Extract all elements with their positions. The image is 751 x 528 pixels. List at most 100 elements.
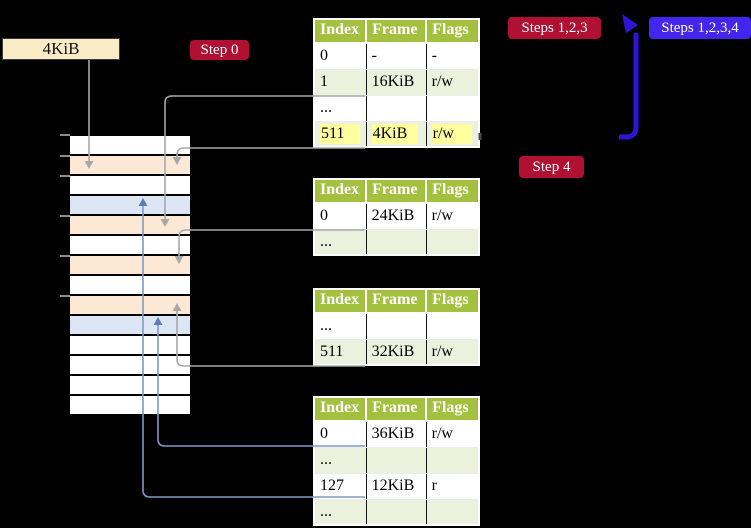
table-cell: ...	[314, 229, 367, 256]
table-cell: r	[426, 473, 480, 500]
table-cell: -	[426, 43, 480, 70]
table-row: ...	[314, 499, 480, 526]
table-cell: 1	[314, 69, 367, 96]
arrow-l4-entry511	[172, 147, 365, 165]
table-cell	[366, 229, 427, 256]
badge-step-0: Step 0	[190, 40, 249, 60]
column-header: Flags	[426, 397, 480, 422]
table-row: ...	[314, 229, 480, 256]
badge-steps-123: Steps 1,2,3	[508, 17, 601, 39]
table-cell: ...	[314, 313, 367, 340]
memory-tick	[60, 175, 70, 177]
column-header: Frame	[366, 19, 428, 44]
physical-memory-stack	[70, 136, 190, 414]
table-cell: 4KiB	[366, 121, 427, 148]
table-cell: r/w	[426, 203, 480, 230]
table-row: ...	[314, 95, 480, 122]
memory-row	[70, 236, 190, 254]
column-header: Index	[314, 19, 368, 44]
table-cell: 0	[314, 43, 367, 70]
memory-tick	[60, 134, 70, 136]
memory-row	[70, 196, 190, 214]
memory-row	[70, 336, 190, 354]
table-cell: 36KiB	[366, 421, 427, 448]
table-cell: 511	[314, 339, 367, 366]
table-cell: 24KiB	[366, 203, 427, 230]
memory-tick	[60, 255, 70, 257]
table-cell: 12KiB	[366, 473, 427, 500]
memory-row	[70, 396, 190, 414]
memory-row	[70, 136, 190, 154]
recursive-loop-arrow	[619, 14, 639, 140]
column-header: Frame	[366, 397, 428, 422]
memory-row	[70, 356, 190, 374]
table-cell: r/w	[426, 121, 480, 148]
table-cell: 511	[314, 121, 367, 148]
table-row: ...	[314, 313, 480, 340]
column-header: Index	[314, 179, 368, 204]
memory-row	[70, 276, 190, 294]
column-header: Flags	[426, 179, 480, 204]
table-cell	[426, 95, 480, 122]
table-cell: 32KiB	[366, 339, 427, 366]
table-cell	[366, 499, 427, 526]
table-cell	[426, 229, 480, 256]
table-cell	[366, 447, 427, 474]
table-cell	[426, 499, 480, 526]
table-row: ...	[314, 447, 480, 474]
table-cell: r/w	[426, 69, 480, 96]
column-header: Flags	[426, 289, 480, 314]
memory-row	[70, 256, 190, 274]
table-cell: ...	[314, 447, 367, 474]
column-header: Index	[314, 397, 368, 422]
table-cell: r/w	[426, 339, 480, 366]
column-header: Flags	[426, 19, 480, 44]
table-cell	[366, 313, 427, 340]
memory-row	[70, 156, 190, 174]
memory-tick	[60, 215, 70, 217]
memory-row	[70, 376, 190, 394]
memory-row	[70, 316, 190, 334]
column-header: Index	[314, 289, 368, 314]
frame-size-label: 4KiB	[2, 38, 120, 60]
memory-tick	[60, 295, 70, 297]
column-header: Frame	[366, 179, 428, 204]
memory-row	[70, 296, 190, 314]
table-cell: -	[366, 43, 427, 70]
memory-row	[70, 216, 190, 234]
table-cell: 16KiB	[366, 69, 427, 96]
memory-row	[70, 176, 190, 194]
column-header: Frame	[366, 289, 428, 314]
table-row: 0--	[314, 43, 480, 70]
table-cell: ...	[314, 95, 367, 122]
table-cell: 127	[314, 473, 367, 500]
table-cell: ...	[314, 499, 367, 526]
table-cell	[426, 447, 480, 474]
table-cell	[366, 95, 427, 122]
badge-step-4: Step 4	[519, 156, 584, 178]
table-cell: 0	[314, 421, 367, 448]
table-cell: 0	[314, 203, 367, 230]
badge-steps-1234: Steps 1,2,3,4	[649, 17, 751, 39]
table-cell: r/w	[426, 421, 480, 448]
memory-tick	[60, 155, 70, 157]
